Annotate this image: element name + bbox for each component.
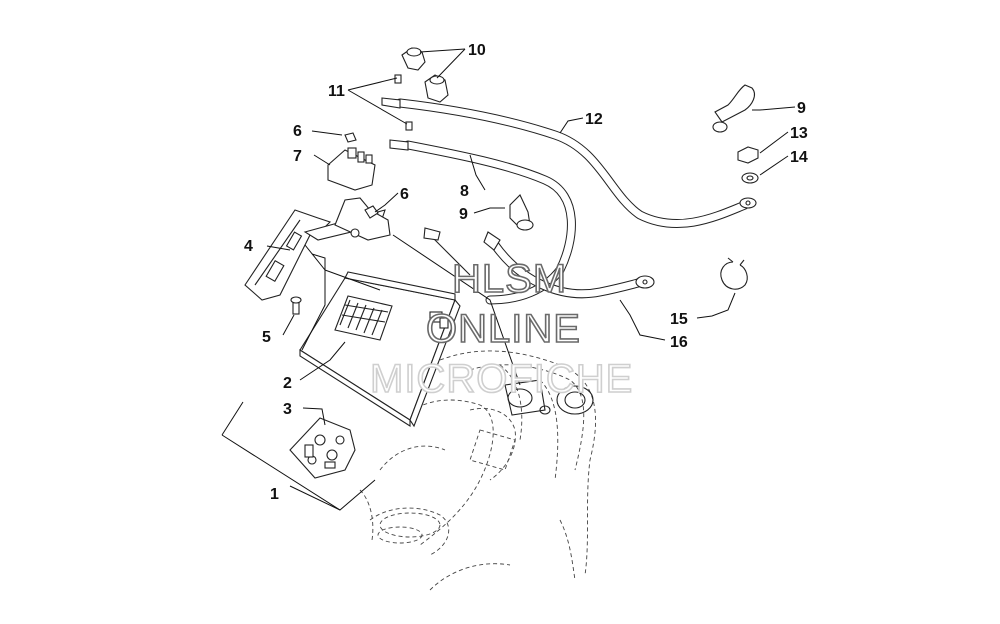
callout-labels: 1 2 3 4 5 6 6 7 8 9 9 10 11 12 13 14 15 … — [244, 42, 808, 503]
terminal-boot-9-upper — [712, 84, 755, 133]
watermark-line-1: HLSM — [452, 257, 567, 301]
callout-4: 4 — [244, 238, 253, 255]
callout-9-lower: 9 — [459, 206, 468, 223]
callout-11: 11 — [328, 83, 345, 100]
callout-16: 16 — [670, 334, 688, 351]
relay-solenoid — [327, 147, 376, 191]
callout-1: 1 — [270, 486, 279, 503]
terminal-boot-10-b — [424, 74, 449, 103]
hardware-kit — [289, 417, 356, 479]
callout-12: 12 — [585, 111, 603, 128]
callout-7: 7 — [293, 148, 302, 165]
callout-10: 10 — [468, 42, 486, 59]
washer-14 — [741, 172, 759, 184]
cable-12 — [381, 97, 757, 228]
callout-6-top: 6 — [293, 123, 302, 140]
mounting-plate — [334, 197, 391, 241]
callout-5: 5 — [262, 329, 271, 346]
bolt-11-a — [394, 74, 402, 84]
clip-15 — [720, 257, 748, 290]
cable-8 — [389, 139, 576, 305]
leader-lines — [221, 48, 796, 511]
cable-16 — [423, 227, 655, 299]
callout-15: 15 — [670, 311, 688, 328]
nut-mid — [364, 205, 379, 219]
terminal-boot-9-lower — [509, 194, 534, 231]
callout-8: 8 — [460, 183, 469, 200]
nut-top — [344, 132, 357, 143]
callout-13: 13 — [790, 125, 808, 142]
watermark-line-3: MICROFICHE — [370, 357, 633, 401]
callout-2: 2 — [283, 375, 292, 392]
callout-9-upper: 9 — [797, 100, 806, 117]
bolt-11-b — [405, 121, 413, 131]
callout-3: 3 — [283, 401, 292, 418]
vehicle-body-outline — [359, 350, 597, 591]
battery — [299, 271, 461, 428]
nut-13 — [737, 146, 759, 164]
watermark-line-2: ONLINE — [426, 307, 581, 351]
callout-14: 14 — [790, 149, 808, 166]
callout-6-mid: 6 — [400, 186, 409, 203]
watermark: HLSM ONLINE MICROFICHE — [369, 256, 633, 402]
screw — [290, 296, 302, 315]
terminal-boot-10-a — [401, 47, 426, 71]
